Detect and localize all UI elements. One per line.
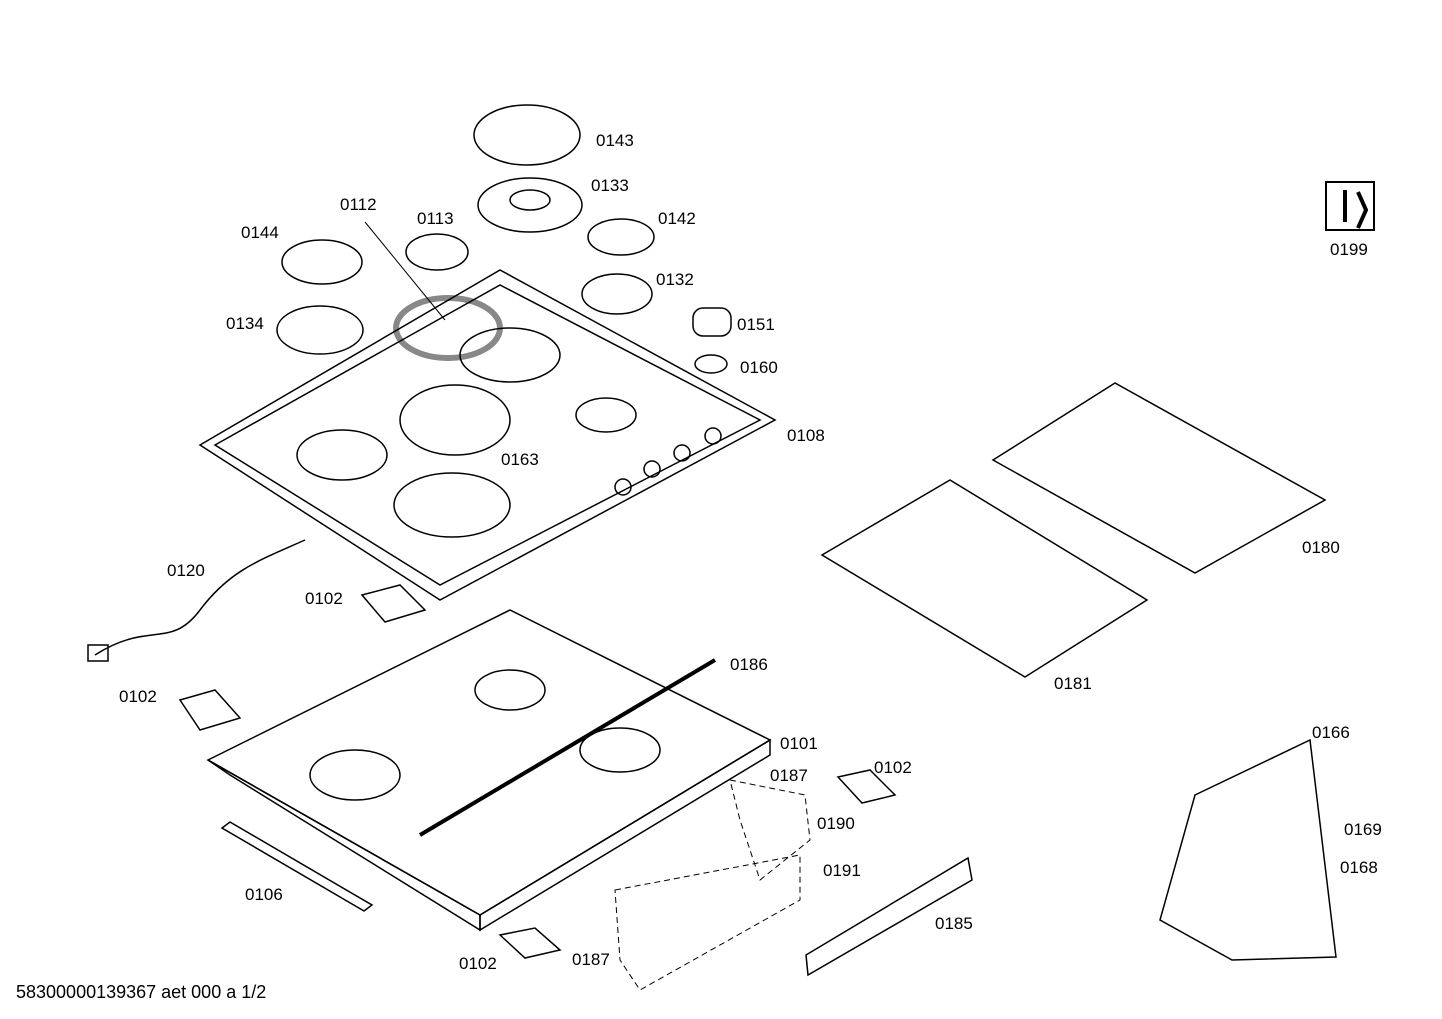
part-label: 0102 [874, 758, 912, 777]
burner-cap-0144 [281, 239, 363, 285]
burner-0132 [581, 273, 653, 315]
part-label: 0102 [119, 687, 157, 706]
label-strip-0185 [805, 856, 973, 977]
part-label: 0163 [501, 450, 539, 469]
part-label: 0133 [591, 176, 629, 195]
ring-0112 [393, 295, 503, 361]
grate-0181 [820, 479, 1149, 678]
part-label: 0187 [770, 766, 808, 785]
part-label: 0186 [730, 655, 768, 674]
seal-0106 [220, 821, 374, 912]
drawing-number: 58300000139367 aet 000 a 1/2 [16, 982, 267, 1002]
part-label: 0199 [1330, 240, 1368, 259]
kit-0166 [1159, 738, 1337, 961]
part-label: 0113 [417, 209, 454, 228]
part-label: 0102 [305, 589, 343, 608]
part-label: 0151 [737, 315, 775, 334]
burner-0134 [276, 305, 364, 355]
clip-0102 [498, 927, 562, 959]
burner-0133 [477, 177, 583, 233]
grate-0180 [991, 382, 1327, 574]
part-label: 0180 [1302, 538, 1340, 557]
part-label: 0120 [167, 561, 205, 580]
part-label: 0108 [787, 426, 825, 445]
part-label: 0112 [340, 195, 377, 214]
part-label: 0168 [1340, 858, 1378, 877]
part-label: 0143 [596, 131, 634, 150]
clip-0102 [360, 584, 427, 623]
part-label: 0190 [817, 814, 855, 833]
part-label: 0134 [226, 314, 264, 333]
part-label: 0132 [656, 270, 694, 289]
part-label: 0191 [823, 861, 861, 880]
part-label: 0181 [1054, 674, 1092, 693]
knob-0151 [692, 307, 732, 337]
part-label: 0160 [740, 358, 778, 377]
part-label: 0185 [935, 914, 973, 933]
part-label: 0166 [1312, 723, 1350, 742]
part-label: 0106 [245, 885, 283, 904]
cable-0120 [94, 539, 306, 656]
knob-cap-0160 [694, 354, 728, 374]
burner-cap-0113 [405, 233, 469, 271]
part-label: 0169 [1344, 820, 1382, 839]
part-label: 0142 [658, 209, 696, 228]
burner-cap-0142 [587, 218, 655, 256]
part-label: 0101 [780, 734, 818, 753]
part-label: 0102 [459, 954, 497, 973]
hob-top-0108 [198, 269, 777, 601]
part-label: 0144 [241, 223, 279, 242]
burner-0163 [399, 384, 511, 456]
burner-cap-0143 [473, 104, 581, 166]
clip-0102 [836, 769, 897, 804]
part-label: 0187 [572, 950, 610, 969]
service-manual-icon [1325, 181, 1375, 231]
clip-0102 [178, 689, 242, 731]
